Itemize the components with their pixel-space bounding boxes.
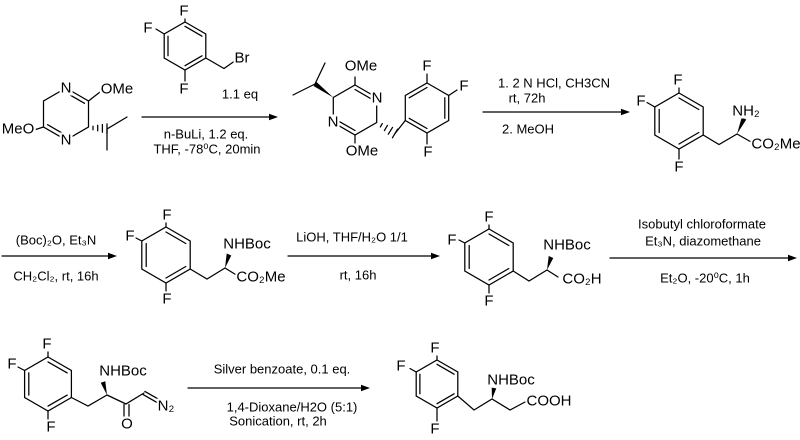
alkylated-f-right-label: F <box>458 77 470 95</box>
bislactim-ome-label: OMe <box>99 80 135 98</box>
bocacid-nhboc-label: NHBoc <box>542 236 592 254</box>
alkylated-ring-n-left-label: N <box>326 113 340 131</box>
aminoester-nh2-label: NH₂ <box>731 102 761 120</box>
product-f-left-label: F <box>395 357 407 375</box>
benzylbromide-f-top-label: F <box>178 2 190 20</box>
diazoketone-o-label: O <box>120 415 134 433</box>
alkylated-f-bottom-label: F <box>422 143 434 161</box>
diazoketone-n2-label: N₂ <box>156 397 176 415</box>
benzylbromide-f-bottom-label: F <box>178 80 190 98</box>
bocester-co2me-label: CO₂Me <box>235 268 287 286</box>
diazoketone-f-left-label: F <box>6 355 18 373</box>
bislactim-ring-n-bottom-label: N <box>59 131 73 149</box>
alkylated-ome-top-label: OMe <box>343 57 379 75</box>
bocester-nhboc-label: NHBoc <box>222 235 272 253</box>
step6-line1-text: Silver benzoate, 0.1 eq. <box>213 361 351 377</box>
aminoester-f-top-label: F <box>672 71 684 89</box>
step1-solvent-text: THF, -78⁰C, 20min <box>153 141 261 157</box>
diazoketone-f-bottom-label: F <box>45 418 57 436</box>
step4-reagent-text: LiOH, THF/H₂O 1/1 <box>296 229 408 245</box>
step2-line2-text: rt, 72h <box>508 90 546 106</box>
bocacid-co2h-label: CO₂H <box>561 270 603 288</box>
bocacid-f-bottom-label: F <box>483 292 495 310</box>
step6-line2-text: 1,4-Dioxane/H2O (5:1) <box>226 399 358 415</box>
aminoester-f-bottom-label: F <box>673 158 685 176</box>
structure-boc-amino-acid <box>458 223 559 294</box>
bislactim-ring-n-top-label: N <box>59 79 73 97</box>
structure-trifluorobenzyl-bromide <box>155 15 235 82</box>
bocester-f-top-label: F <box>161 206 173 224</box>
step3-solvent-text: CH₂Cl₂, rt, 16h <box>13 268 99 284</box>
diazoketone-nhboc-label: NHBoc <box>98 362 148 380</box>
arrow-step3 <box>1 252 117 260</box>
structure-diazoketone <box>17 350 160 420</box>
alkylated-ring-n-right-label: N <box>370 89 384 107</box>
aminoester-f-left-label: F <box>635 92 647 110</box>
step4-solvent-text: rt, 16h <box>339 267 377 283</box>
product-f-bottom-label: F <box>429 420 441 438</box>
structure-amino-ester <box>646 86 753 160</box>
product-nhboc-label: NHBoc <box>486 371 536 389</box>
aminoester-co2me-label: CO₂Me <box>750 135 800 153</box>
step5-line1-text: Isobutyl chloroformate <box>638 216 766 232</box>
alkylated-ome-bottom-label: OMe <box>344 142 380 160</box>
product-cooh-label: COOH <box>525 392 573 410</box>
step1-equivalents-text: 1.1 eq <box>221 86 259 102</box>
arrow-step1 <box>141 113 278 121</box>
bocacid-f-left-label: F <box>446 231 458 249</box>
bislactim-meo-label: MeO <box>0 120 36 138</box>
benzylbromide-f-left-label: F <box>142 19 154 37</box>
bocacid-f-top-label: F <box>483 208 495 226</box>
arrow-step2 <box>482 108 630 116</box>
step2-line3-text: 2. MeOH <box>501 121 555 137</box>
diazoketone-f-top-label: F <box>41 335 53 353</box>
arrow-step6 <box>187 384 370 392</box>
alkylated-f-top-label: F <box>421 57 433 75</box>
benzylbromide-br-label: Br <box>233 49 251 67</box>
bocester-f-bottom-label: F <box>161 290 173 308</box>
step2-line1-text: 1. 2 N HCl, CH3CN <box>498 75 610 91</box>
structure-boc-beta-amino-acid <box>409 353 526 422</box>
structure-alkylated-bislactim <box>292 62 458 145</box>
product-f-top-label: F <box>429 339 441 357</box>
step6-line3-text: Sonication, rt, 2h <box>229 413 327 429</box>
arrow-step4 <box>287 252 440 260</box>
bocester-f-left-label: F <box>124 227 136 245</box>
step3-reagent-text: (Boc)₂O, Et₃N <box>15 232 97 248</box>
step1-reagent-text: n-BuLi, 1.2 eq. <box>163 126 249 142</box>
step5-line3-text: Et₂O, -20⁰C, 1h <box>660 270 750 286</box>
step5-line2-text: Et₃N, diazomethane <box>645 233 761 249</box>
arrow-step5 <box>609 254 797 262</box>
